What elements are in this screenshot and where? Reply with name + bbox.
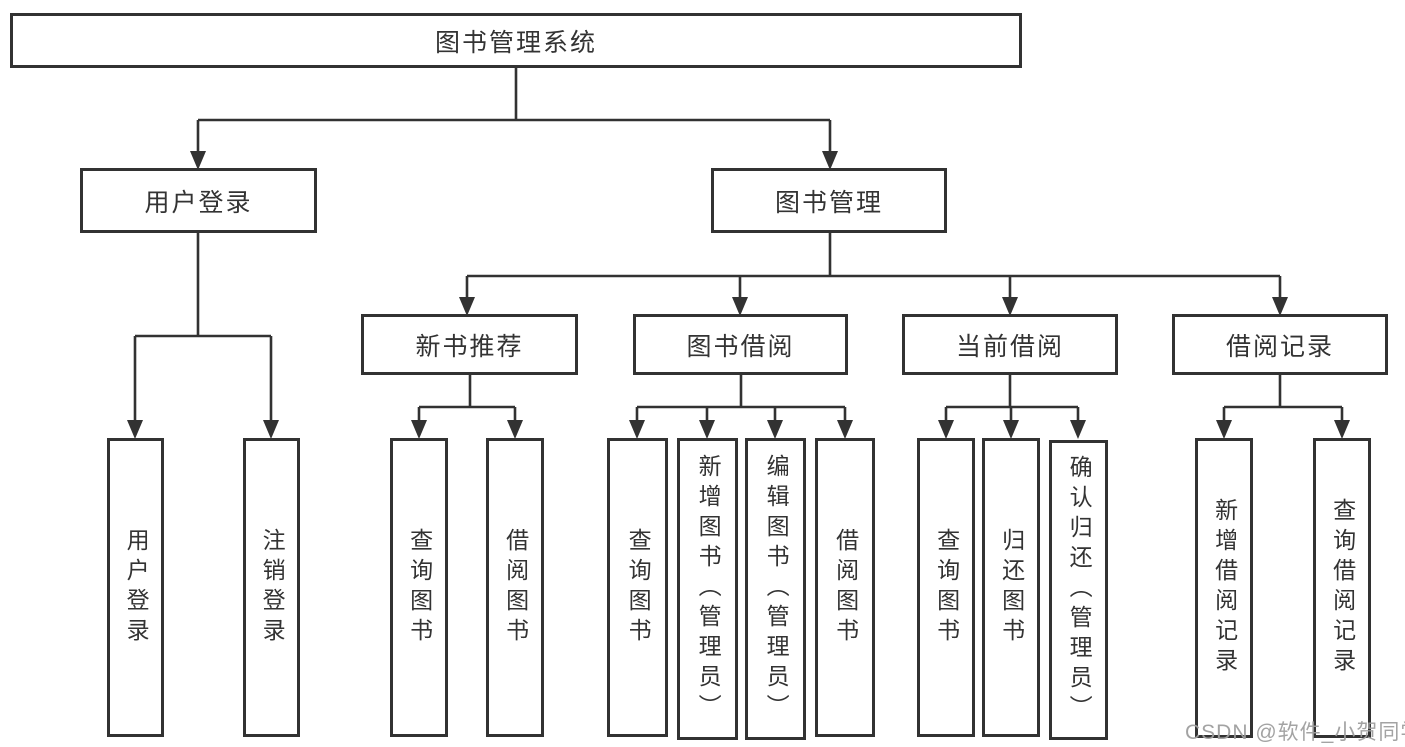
node-new-book-recommend: 新书推荐 xyxy=(361,314,578,375)
leaf-confirm-return-admin: 确认归还（管理员） xyxy=(1049,440,1108,740)
leaf-logout: 注销登录 xyxy=(243,438,300,737)
node-borrowing-records: 借阅记录 xyxy=(1172,314,1388,375)
leaf-add-book-admin: 新增图书（管理员） xyxy=(677,438,738,740)
leaf-query-books-recommend: 查询图书 xyxy=(390,438,448,737)
node-current-borrowing: 当前借阅 xyxy=(902,314,1118,375)
leaf-query-books-borrowing: 查询图书 xyxy=(607,438,668,737)
leaf-edit-book-admin: 编辑图书（管理员） xyxy=(745,438,806,740)
leaf-user-login: 用户登录 xyxy=(107,438,164,737)
leaf-borrow-books-recommend: 借阅图书 xyxy=(486,438,544,737)
node-user-login: 用户登录 xyxy=(80,168,317,233)
leaf-return-books: 归还图书 xyxy=(982,438,1040,737)
node-book-borrowing: 图书借阅 xyxy=(633,314,848,375)
leaf-borrow-books-borrowing: 借阅图书 xyxy=(815,438,875,737)
csdn-watermark: CSDN @软件_小贺同学 xyxy=(1185,721,1405,744)
node-root: 图书管理系统 xyxy=(10,13,1022,68)
leaf-add-borrow-record: 新增借阅记录 xyxy=(1195,438,1253,738)
node-book-management: 图书管理 xyxy=(711,168,947,233)
leaf-query-borrow-record: 查询借阅记录 xyxy=(1313,438,1371,738)
leaf-query-books-current: 查询图书 xyxy=(917,438,975,737)
